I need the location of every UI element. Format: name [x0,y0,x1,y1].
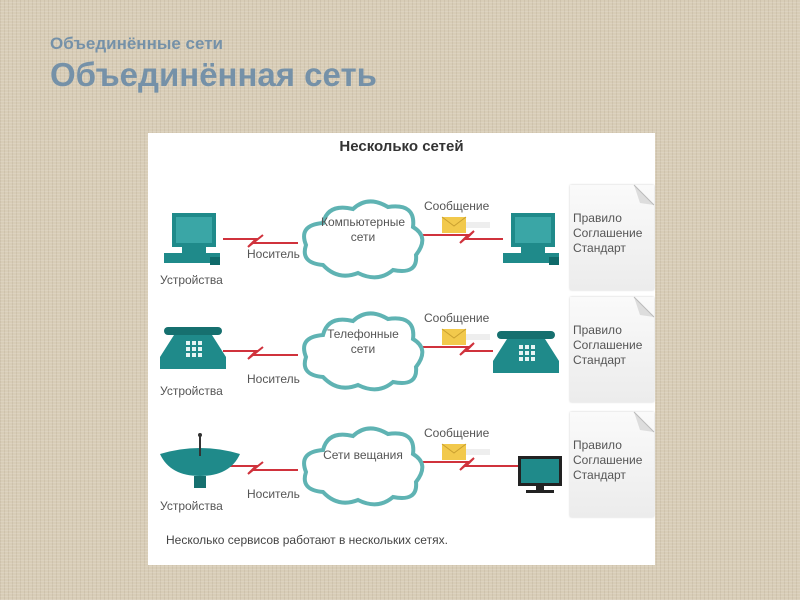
cloud-label-line: Сети вещания [323,448,403,462]
standard-item: Стандарт [573,241,626,255]
page-curl-icon [633,296,655,318]
envelope-icon [441,328,490,345]
devices-label: Устройства [160,384,223,398]
cloud-icon [302,199,425,280]
broadcast-icon [160,433,240,488]
slide-subtitle: Объединённые сети [50,34,224,53]
diagram-title: Несколько сетей [339,138,464,155]
rule-item: Правило [573,438,622,452]
devices-label: Устройства [160,499,223,513]
medium-link-right [423,230,503,244]
rule-item: Правило [573,211,622,225]
agreement-item: Соглашение [573,453,643,467]
agreement-item: Соглашение [573,226,643,240]
rule-item: Правило [573,323,622,337]
medium-link-right [423,457,518,471]
telephone-icon [493,331,559,373]
computer-icon [503,213,559,265]
medium-link-left [223,461,298,475]
links [223,230,503,248]
standard-item: Стандарт [573,353,626,367]
envelope-icon [441,216,490,233]
links [223,342,493,360]
telephone-icon [160,327,226,369]
medium-label: Носитель [247,247,300,261]
cloud-icon [302,311,425,392]
medium-link-left [223,346,298,360]
page-curl-icon [633,411,655,433]
message-label: Сообщение [424,199,490,213]
envelope-icon [441,443,490,460]
medium-link-left [223,234,298,248]
medium-label: Носитель [247,487,300,501]
cloud-label-line: Телефонные [327,327,399,341]
cloud-icon [302,426,425,507]
agreement-item: Соглашение [573,338,643,352]
devices-label: Устройства [160,273,223,287]
tv-icon [518,456,562,493]
cloud-label-line: Компьютерные [320,215,406,229]
standard-item: Стандарт [573,468,626,482]
computer-icon [164,213,220,265]
cloud-label: Сети вещания [298,448,428,463]
cloud-label-line: сети [350,342,376,356]
links [223,457,518,475]
medium-label: Носитель [247,372,300,386]
message-label: Сообщение [424,426,490,440]
message-label: Сообщение [424,311,490,325]
network-row: Сети вещания Сообщение Носитель Устройст… [148,411,655,524]
slide-title: Объединённая сеть [50,56,377,93]
medium-link-right [423,342,493,356]
page-curl-icon [633,184,655,206]
diagram-footer: Несколько сервисов работают в нескольких… [166,533,448,547]
cloud-label-line: сети [350,230,376,244]
